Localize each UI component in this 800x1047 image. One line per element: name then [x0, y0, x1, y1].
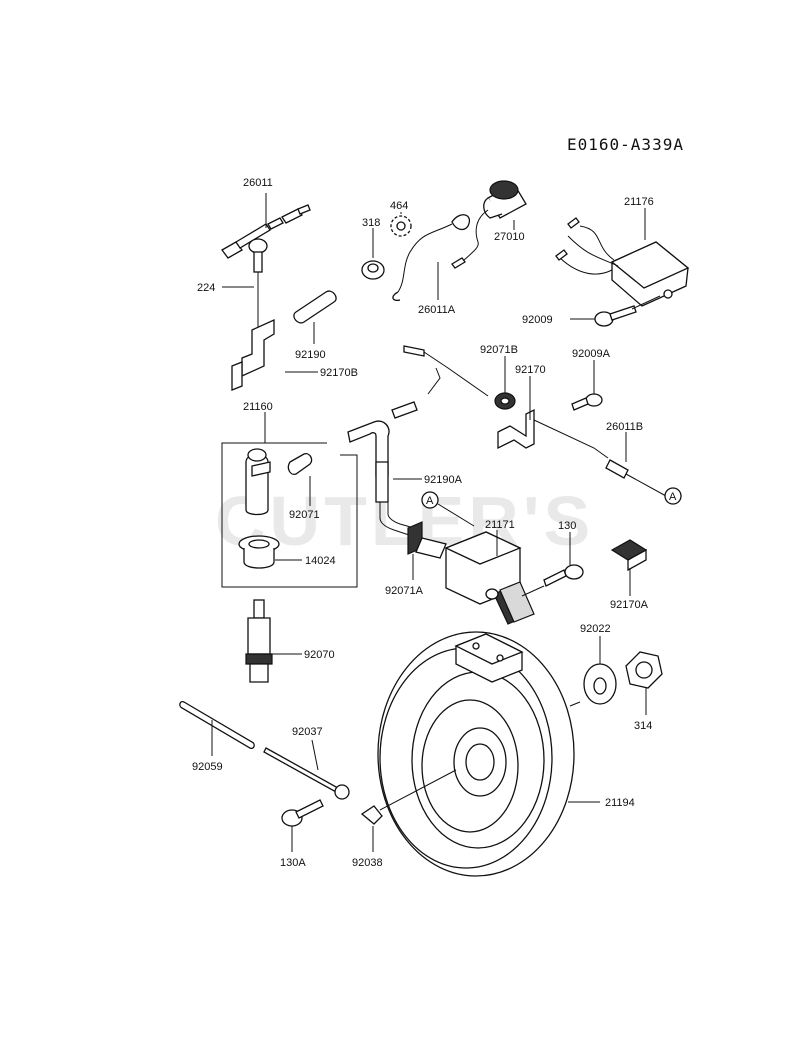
bracket-92170B-drawing — [231, 318, 318, 391]
tube-92190-drawing — [293, 290, 337, 344]
bolt-130A-drawing — [281, 799, 324, 852]
part-label-21194: 21194 — [605, 797, 635, 809]
connector-mark-a-right-label: A — [669, 491, 677, 503]
switch-27010-drawing — [451, 180, 527, 269]
bolt-224-drawing — [222, 238, 268, 330]
part-label-26011B: 26011B — [606, 421, 643, 433]
key-92038-drawing — [360, 805, 383, 852]
part-label-26011: 26011 — [243, 177, 273, 189]
part-label-14024: 14024 — [305, 555, 336, 567]
part-label-92009A: 92009A — [572, 348, 611, 360]
plug-cap-group-21160-drawing — [221, 412, 358, 588]
part-label-224: 224 — [197, 282, 215, 294]
connector-mark-a-right: A — [664, 487, 682, 505]
part-label-464: 464 — [390, 200, 408, 212]
part-label-92190: 92190 — [295, 349, 326, 361]
part-label-92059: 92059 — [192, 761, 223, 773]
connector-mark-a-left: A — [421, 491, 475, 527]
part-label-130: 130 — [558, 520, 576, 532]
part-label-21160: 21160 — [243, 401, 273, 413]
diagram-code: E0160-A339A — [567, 135, 684, 154]
spark-plug-92070-drawing — [245, 599, 302, 683]
part-label-130A: 130A — [280, 857, 306, 869]
part-label-92071B: 92071B — [480, 344, 518, 356]
part-label-92009: 92009 — [522, 314, 553, 326]
part-label-92190A: 92190A — [424, 474, 463, 486]
part-label-21171: 21171 — [485, 519, 515, 531]
part-label-92071: 92071 — [289, 509, 320, 521]
part-label-92022: 92022 — [580, 623, 611, 635]
nut-318-drawing — [361, 228, 385, 280]
part-label-92037: 92037 — [292, 726, 323, 738]
clip-92170A-drawing — [610, 539, 648, 596]
part-label-314: 314 — [634, 720, 652, 732]
controller-21176-drawing — [555, 208, 690, 307]
part-label-92070: 92070 — [304, 649, 335, 661]
washer-92022-drawing — [583, 636, 617, 705]
screw-92009-drawing — [570, 295, 661, 327]
bar-92037-drawing — [263, 739, 350, 800]
nut-314-drawing — [625, 651, 663, 715]
flywheel-21194-drawing — [377, 631, 600, 877]
terminal-26011-drawing — [221, 193, 311, 259]
part-label-92170B: 92170B — [320, 367, 358, 379]
part-label-92038: 92038 — [352, 857, 383, 869]
part-label-21176: 21176 — [624, 196, 654, 208]
part-label-318: 318 — [362, 217, 380, 229]
lead-26011A-drawing — [392, 214, 471, 302]
screw-92009A-drawing — [571, 360, 603, 411]
part-label-26011A: 26011A — [418, 304, 456, 316]
part-label-92170: 92170 — [515, 364, 546, 376]
part-label-92170A: 92170A — [610, 599, 649, 611]
part-label-92071A: 92071A — [385, 585, 424, 597]
leads-92071B-92170-drawing — [391, 345, 667, 497]
cap-92071-drawing — [287, 453, 313, 506]
ignition-coil-21171-drawing — [415, 530, 535, 625]
part-label-27010: 27010 — [494, 231, 525, 243]
connector-mark-a-left-label: A — [426, 495, 434, 507]
bolt-130-drawing — [521, 532, 584, 597]
rod-92059-drawing — [179, 700, 255, 756]
ignition-lead-92190A-drawing — [347, 420, 422, 537]
washer-464-drawing — [390, 212, 412, 237]
